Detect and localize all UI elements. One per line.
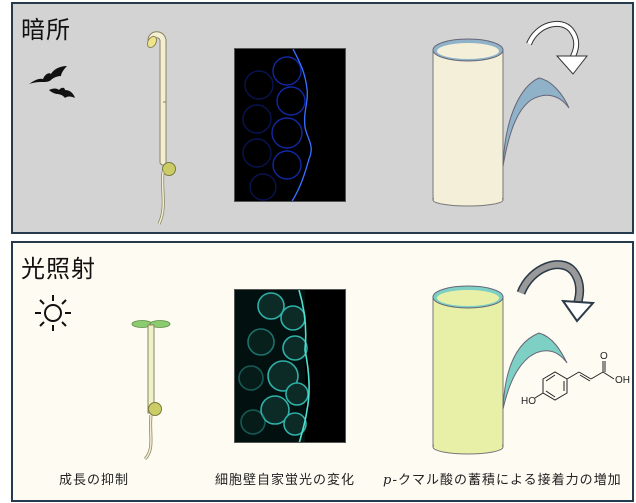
phenol-ho-label: HO bbox=[521, 396, 536, 407]
bat-icon bbox=[29, 66, 75, 98]
acid-oh-label: OH bbox=[615, 375, 630, 386]
caption-adhesion-text: -クマル酸の蓄積による接着力の増加 bbox=[392, 473, 622, 488]
dark-panel-title: 暗所 bbox=[21, 16, 71, 44]
etiolated-seedling bbox=[146, 31, 176, 225]
sun-icon bbox=[35, 295, 71, 331]
p-coumaric-acid-structure: O OH HO bbox=[521, 351, 630, 407]
dark-condition-panel: 暗所 bbox=[11, 2, 634, 234]
blue-autofluorescence-micrograph bbox=[234, 48, 346, 202]
caption-adhesion-italic: p bbox=[383, 473, 393, 488]
caption-autofluorescence: 細胞壁自家蛍光の変化 bbox=[215, 473, 356, 488]
light-condition-panel: 光照射 bbox=[11, 241, 634, 502]
caption-adhesion: p-クマル酸の蓄積による接着力の増加 bbox=[383, 469, 622, 488]
carbonyl-o-label: O bbox=[600, 351, 608, 362]
green-seedling bbox=[131, 320, 171, 461]
peeling-epidermis-adhesion-diagram bbox=[432, 260, 596, 455]
cyan-autofluorescence-micrograph bbox=[234, 289, 346, 443]
peeling-epidermis-diagram bbox=[432, 20, 589, 207]
caption-growth-inhibition: 成長の抑制 bbox=[59, 473, 130, 488]
light-panel-title: 光照射 bbox=[21, 255, 96, 283]
